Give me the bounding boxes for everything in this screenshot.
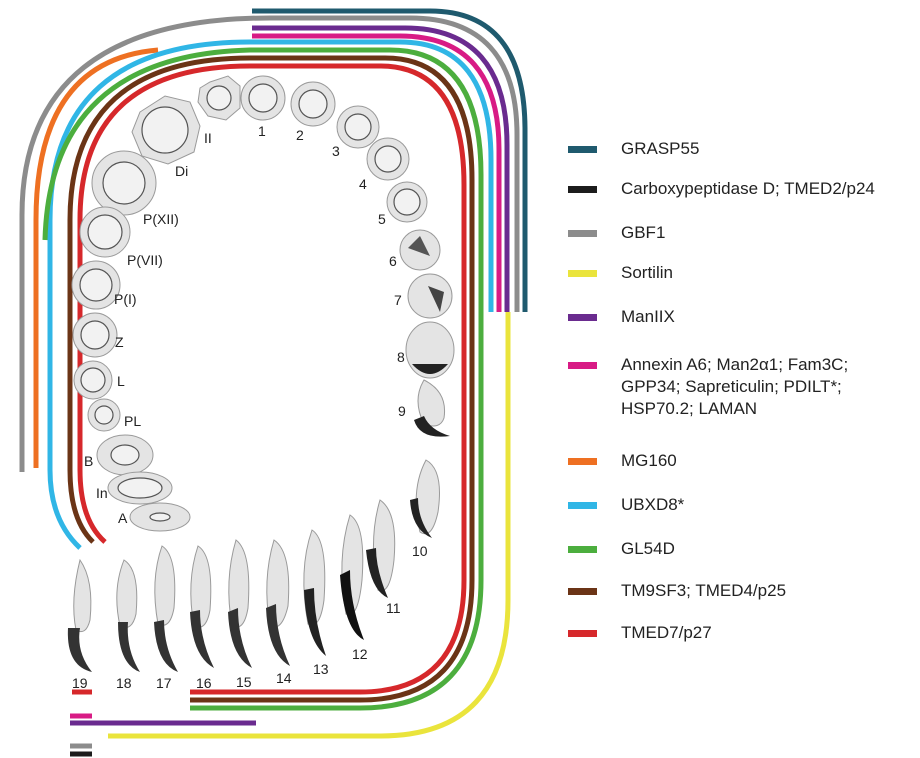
label-step-16: 16 [196,675,212,691]
cell-step-8 [406,322,454,378]
label-step-9: 9 [398,403,406,419]
label-b: B [84,453,93,469]
label-p-vii: P(VII) [127,252,163,268]
label-ii: II [204,130,212,146]
legend-label: Sortilin [621,262,920,284]
label-step-17: 17 [156,675,172,691]
legend-swatch [568,630,597,637]
label-step-5: 5 [378,211,386,227]
label-p-xii: P(XII) [143,211,179,227]
cell-step-17 [154,546,178,672]
cell-step-6 [400,230,440,270]
cell-stage-a [130,503,190,531]
legend-label: UBXD8* [621,494,920,516]
label-step-6: 6 [389,253,397,269]
cell-step-7 [408,274,452,318]
label-l: L [117,373,125,389]
cell-step-3 [337,106,379,148]
legend-swatch [568,146,597,153]
cell-step-16 [190,546,214,668]
cell-stage-z [73,313,117,357]
label-step-10: 10 [412,543,428,559]
label-in: In [96,485,108,501]
label-step-7: 7 [394,292,402,308]
label-step-3: 3 [332,143,340,159]
cell-step-12 [340,515,364,640]
label-step-19: 19 [72,675,88,691]
cell-step-5 [387,182,427,222]
legend-swatch [568,314,597,321]
label-pl: PL [124,413,141,429]
cell-step-2 [291,82,335,126]
legend-swatch [568,362,597,369]
cell-stage-p-vii [80,207,130,257]
legend-swatch [568,186,597,193]
label-step-4: 4 [359,176,367,192]
label-step-1: 1 [258,123,266,139]
cell-step-4 [367,138,409,180]
legend-swatch [568,230,597,237]
cell-step-18 [117,560,140,672]
cell-step-19 [68,560,92,672]
cell-step-1 [241,76,285,120]
cell-stage-p-xii [92,151,156,215]
legend-label: Carboxypeptidase D; TMED2/p24 [621,178,920,200]
cell-stage-pl [88,399,120,431]
legend-swatch [568,588,597,595]
legend-swatch [568,458,597,465]
legend-swatch [568,502,597,509]
cell-stage-di [132,96,200,164]
cell-stage-p-i [72,261,120,309]
legend-label: GBF1 [621,222,920,244]
label-z: Z [115,334,124,350]
cell-step-9 [414,380,450,437]
legend-label: GL54D [621,538,920,560]
label-step-15: 15 [236,674,252,690]
label-p-i: P(I) [114,291,137,307]
legend-label: ManIIX [621,306,920,328]
label-step-11: 11 [386,600,401,616]
cell-stage-b [97,435,153,475]
label-step-12: 12 [352,646,368,662]
legend-swatch [568,270,597,277]
label-step-14: 14 [276,670,292,686]
cell-step-11 [366,500,395,598]
cell-step-15 [228,540,252,668]
cell-stage-in [108,472,172,504]
label-step-13: 13 [313,661,329,677]
cell-step-14 [266,540,290,666]
legend-label: MG160 [621,450,920,472]
legend-label: Annexin A6; Man2α1; Fam3C; GPP34; Sapret… [621,354,920,420]
legend-label: TM9SF3; TMED4/p25 [621,580,920,602]
label-step-8: 8 [397,349,405,365]
legend-label: TMED7/p27 [621,622,920,644]
legend-swatch [568,546,597,553]
cell-step-13 [304,530,326,656]
cell-stage-l [74,361,112,399]
cell-stage-ii [198,76,240,120]
label-a: A [118,510,128,526]
legend-label: GRASP55 [621,138,920,160]
label-step-2: 2 [296,127,304,143]
cell-step-10 [410,460,440,538]
label-di: Di [175,163,188,179]
label-step-18: 18 [116,675,132,691]
